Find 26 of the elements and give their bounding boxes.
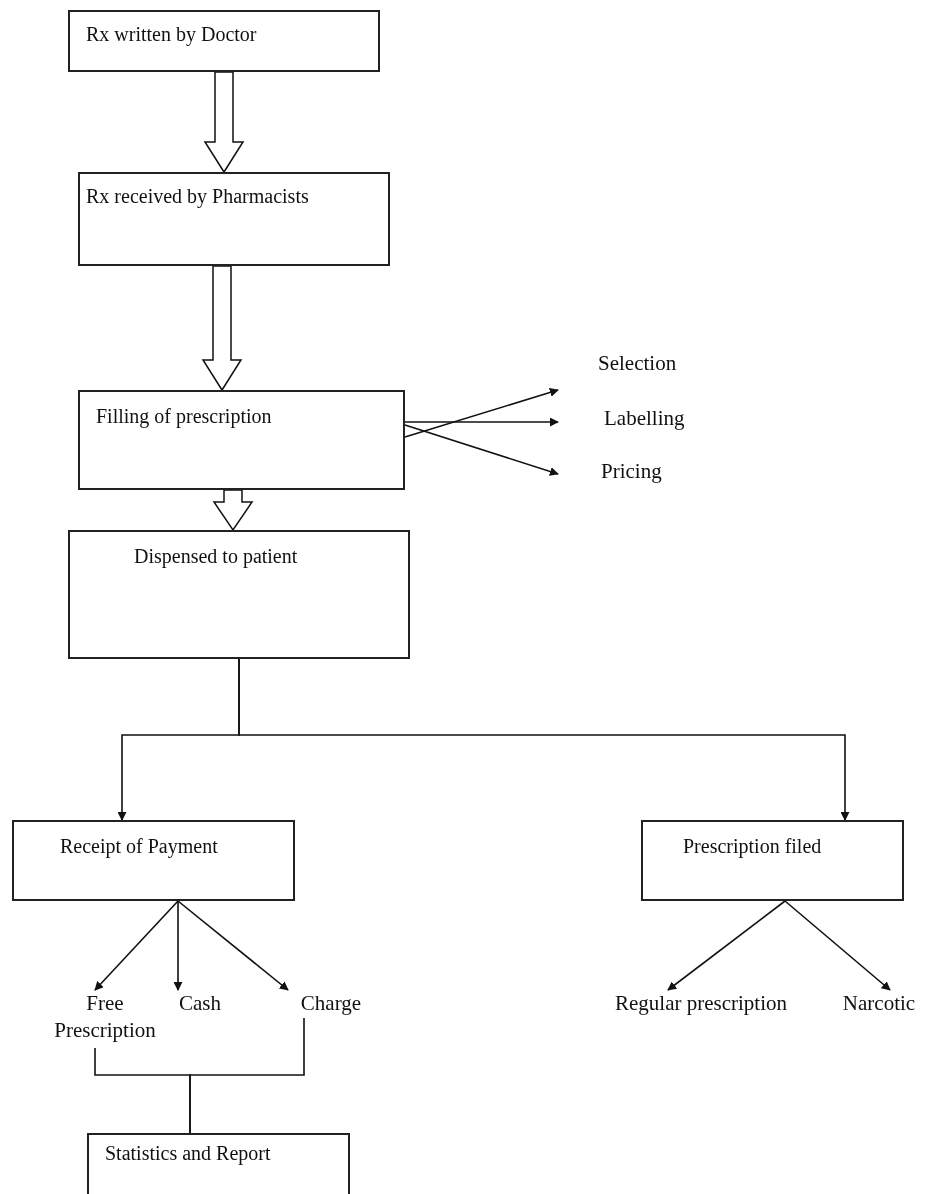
arrow <box>404 388 559 438</box>
step-label: Pricing <box>558 458 698 488</box>
hollow-block-arrow <box>203 71 245 174</box>
arrow <box>94 900 179 991</box>
process-box: Rx written by Doctor <box>68 10 380 72</box>
process-box: Dispensed to patient <box>68 530 410 659</box>
arrow <box>404 417 559 427</box>
step-label: Narcotic <box>830 990 928 1018</box>
hollow-block-arrow <box>212 489 254 532</box>
arrow <box>177 900 289 991</box>
process-box: Rx received by Pharmacists <box>78 172 390 266</box>
arrow <box>238 658 850 821</box>
arrow <box>404 424 559 476</box>
hollow-block-arrow <box>201 265 243 392</box>
connector-line <box>189 1017 305 1134</box>
step-label: Selection <box>558 350 718 392</box>
process-box: Receipt of Payment <box>12 820 295 901</box>
arrow <box>784 900 891 991</box>
arrow <box>173 900 183 991</box>
arrow <box>667 900 786 991</box>
process-box: Prescription filed <box>641 820 904 901</box>
step-label: Charge <box>288 990 374 1018</box>
step-label: Labelling <box>558 405 718 439</box>
step-label: Regular prescription <box>590 990 812 1018</box>
process-box: Statistics and Report <box>87 1133 350 1194</box>
process-box: Filling of prescription <box>78 390 405 490</box>
